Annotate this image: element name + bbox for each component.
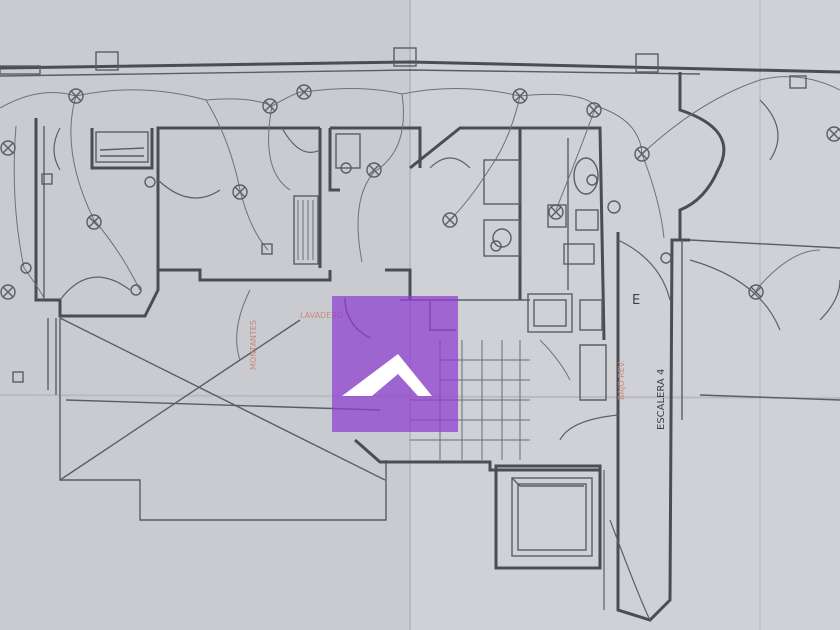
light-fixtures bbox=[0, 84, 840, 300]
light-fixture-icon bbox=[68, 88, 84, 104]
right-rooms bbox=[678, 72, 840, 420]
light-fixture-icon bbox=[262, 98, 278, 114]
light-fixture-icon bbox=[586, 102, 602, 118]
facade-wall bbox=[0, 47, 840, 77]
montantes-label: MONTANTES bbox=[249, 320, 258, 370]
socket-icon bbox=[340, 162, 352, 174]
light-fixture-icon bbox=[232, 184, 248, 200]
switch-icon bbox=[261, 243, 273, 255]
light-fixture-icon bbox=[512, 88, 528, 104]
light-fixture-icon bbox=[86, 214, 102, 230]
switch-icon bbox=[12, 371, 24, 383]
socket-icon bbox=[20, 262, 32, 274]
light-fixture-icon bbox=[0, 284, 16, 300]
kitchen bbox=[409, 126, 522, 331]
watermark-logo bbox=[332, 296, 458, 432]
socket-icon bbox=[586, 174, 598, 186]
stair-treads bbox=[410, 340, 530, 460]
lavadero-label: LAVADERO bbox=[300, 311, 343, 320]
paper-right-panel bbox=[410, 0, 840, 630]
socket-icon bbox=[144, 176, 156, 188]
left-rooms bbox=[34, 118, 332, 318]
light-fixture-icon bbox=[548, 204, 564, 220]
light-fixture-icon bbox=[366, 162, 382, 178]
elevator bbox=[494, 464, 602, 570]
escalera-label: ESCALERA 4 bbox=[656, 369, 667, 430]
light-fixture-icon bbox=[442, 212, 458, 228]
socket-icon bbox=[130, 284, 142, 296]
socket-icon bbox=[660, 252, 672, 264]
light-fixture-icon bbox=[0, 140, 16, 156]
bajo-rev-label: BAJO REV. bbox=[617, 360, 626, 400]
light-fixture-icon bbox=[296, 84, 312, 100]
hall-letter-label: E bbox=[632, 293, 640, 308]
electrical-wiring bbox=[0, 76, 840, 381]
light-fixture-icon bbox=[748, 284, 764, 300]
switches bbox=[12, 75, 807, 383]
bathroom bbox=[520, 126, 621, 341]
switch-icon bbox=[41, 173, 53, 185]
terrace bbox=[47, 317, 387, 521]
light-fixture-icon bbox=[634, 146, 650, 162]
house-roof-icon bbox=[342, 354, 432, 396]
switch-icon bbox=[789, 75, 807, 89]
hall-escalera bbox=[559, 232, 690, 622]
light-fixture-icon bbox=[826, 126, 840, 142]
